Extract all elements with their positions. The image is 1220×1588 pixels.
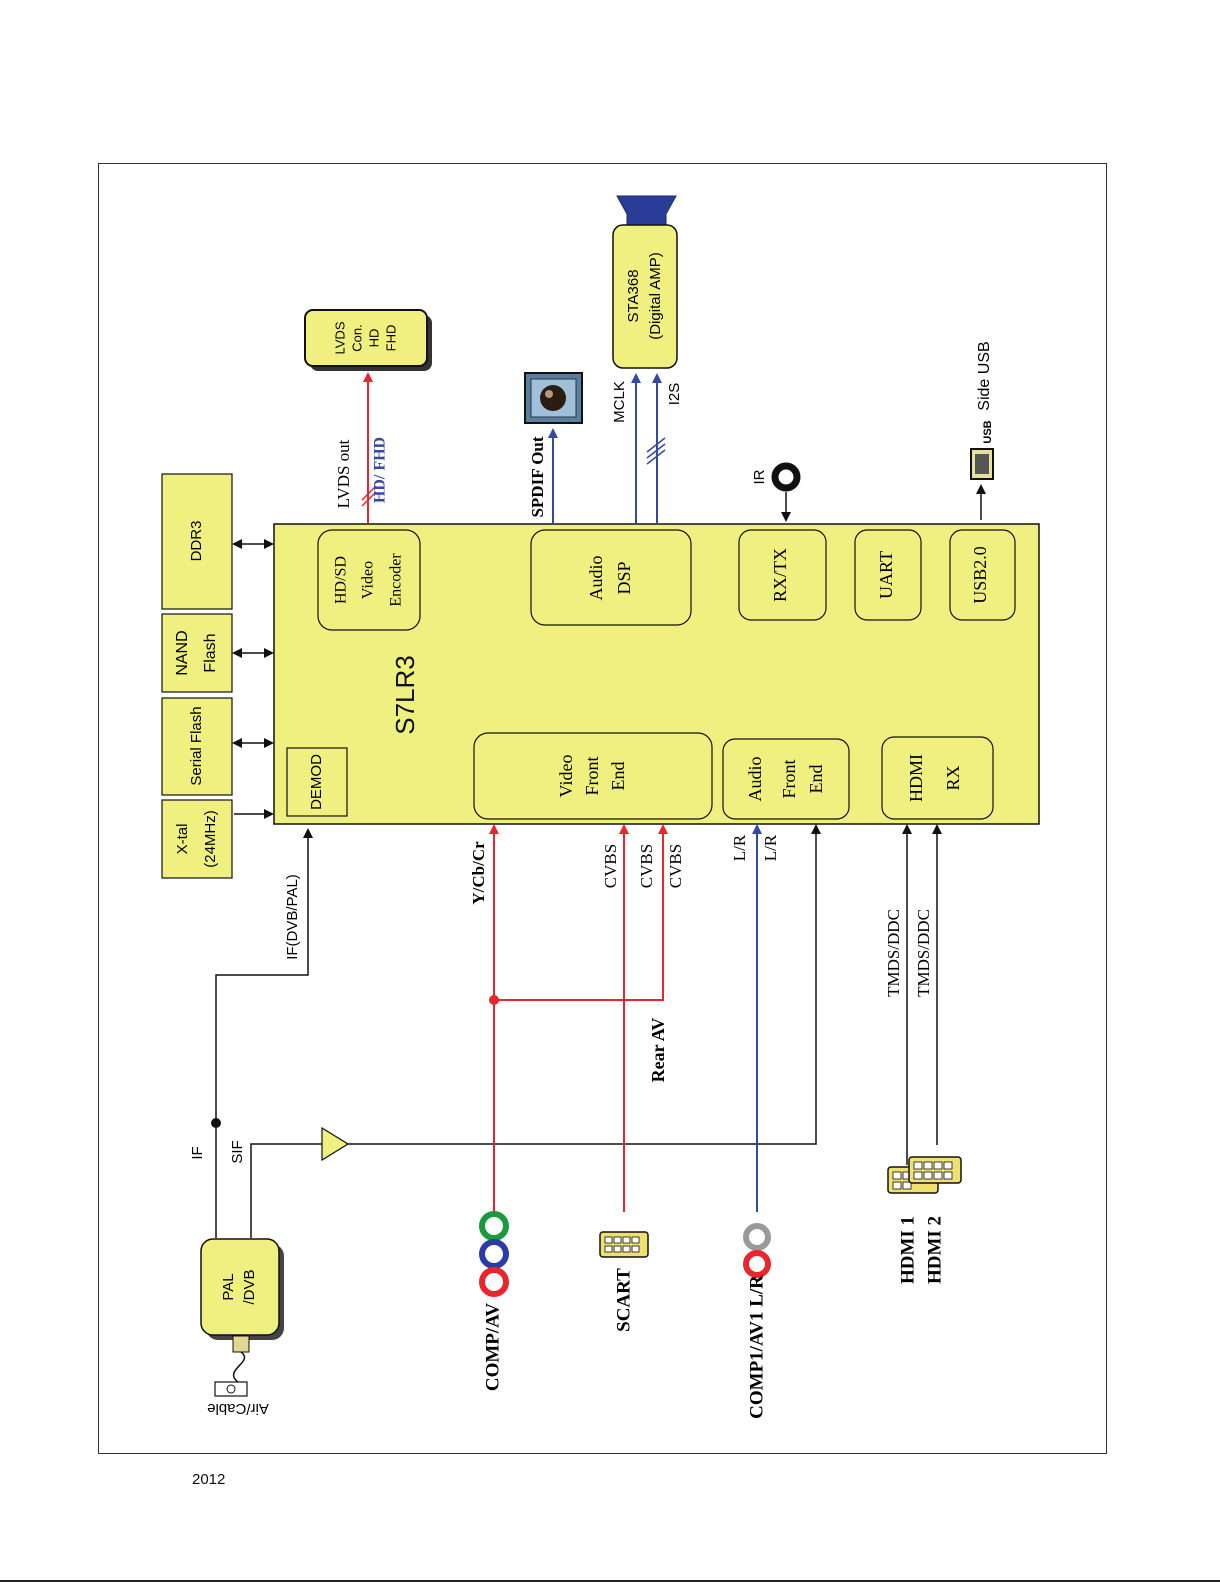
video-encoder-label-3: Encoder bbox=[388, 553, 405, 607]
tuner-antenna-connector bbox=[232, 1335, 250, 1353]
uart-block bbox=[854, 529, 922, 621]
tuner-label-2: /DVB bbox=[241, 1269, 258, 1304]
rxtx-label: RX/TX bbox=[770, 548, 790, 602]
tmds-label-2: TMDS/DDC bbox=[914, 909, 933, 997]
video-fe-label-2: Front bbox=[582, 756, 602, 795]
demod-block bbox=[286, 747, 348, 817]
air-cable-label: Air/Cable bbox=[207, 1400, 269, 1417]
video-front-end-block bbox=[473, 732, 713, 820]
lvds-label-4: FHD bbox=[383, 325, 398, 352]
sif-label: SIF bbox=[229, 1140, 246, 1163]
amp-label-2: (Digital AMP) bbox=[647, 252, 664, 340]
nand-label-1: NAND bbox=[174, 630, 191, 675]
footer-year: 2012 bbox=[192, 1471, 226, 1488]
cvbs-label-3: CVBS bbox=[666, 844, 685, 888]
scart-label: SCART bbox=[613, 1268, 634, 1332]
ddr3-block bbox=[161, 473, 233, 610]
demod-label: DEMOD bbox=[308, 754, 325, 810]
bottom-rule bbox=[0, 1580, 1220, 1582]
hdmi-connector-icons bbox=[887, 1156, 962, 1194]
xtal-label-1: X-tal bbox=[174, 824, 191, 855]
usb20-block bbox=[949, 529, 1016, 621]
speaker-icon bbox=[616, 195, 677, 226]
main-chip-label: S7LR3 bbox=[390, 655, 420, 735]
amp-label-1: STA368 bbox=[625, 269, 642, 322]
lvds-label-3: HD bbox=[366, 329, 381, 348]
lvds-out-label: LVDS out bbox=[334, 439, 353, 508]
cvbs-label-1: CVBS bbox=[601, 844, 620, 888]
serial-flash-label: Serial Flash bbox=[188, 706, 205, 785]
sif-buffer-icon bbox=[321, 1126, 350, 1162]
audio-fe-label-2: Front bbox=[779, 759, 799, 798]
tuner-label-1: PAL bbox=[220, 1273, 237, 1300]
comp-av-jacks bbox=[479, 1211, 509, 1297]
comp-av-label: COMP/AV bbox=[482, 1303, 503, 1392]
hdmi2-label: HDMI 2 bbox=[924, 1216, 945, 1284]
usb-logo-label: USB bbox=[982, 420, 994, 443]
serial-flash-block bbox=[161, 697, 233, 796]
nand-label-2: Flash bbox=[202, 633, 219, 672]
xtal-label-2: (24MHz) bbox=[202, 810, 219, 868]
video-encoder-label-2: Video bbox=[360, 561, 377, 599]
hd-fhd-label: HD/ FHD bbox=[372, 437, 389, 503]
i2s-label: I2S bbox=[666, 383, 683, 406]
usb20-label: USB2.0 bbox=[970, 546, 990, 604]
lvds-label-2: Con. bbox=[349, 324, 364, 351]
ir-label: IR bbox=[751, 469, 768, 484]
digital-amp-block bbox=[612, 224, 678, 369]
tuner-block bbox=[200, 1238, 280, 1336]
spdif-out-label: SPDIF Out bbox=[528, 436, 547, 517]
rxtx-block bbox=[738, 529, 827, 621]
uart-label: UART bbox=[876, 551, 896, 599]
video-fe-label-3: End bbox=[608, 762, 628, 791]
nand-flash-block bbox=[161, 613, 233, 693]
comp1-av1-label: COMP1/AV1 L/R bbox=[746, 1275, 767, 1419]
side-usb-label: Side USB bbox=[976, 341, 993, 410]
hdmi-rx-block bbox=[881, 736, 994, 820]
video-encoder-label-1: HD/SD bbox=[333, 556, 350, 604]
audio-fe-label-1: Audio bbox=[745, 757, 765, 802]
sif-link bbox=[250, 1143, 322, 1238]
diagram-frame bbox=[98, 163, 1107, 1454]
if-label: IF bbox=[189, 1146, 206, 1159]
hdmi1-label: HDMI 1 bbox=[897, 1216, 918, 1284]
audio-dsp-label-2: DSP bbox=[614, 561, 634, 594]
audio-dsp-block bbox=[530, 529, 692, 626]
rear-av-link bbox=[494, 824, 668, 1001]
mclk-label: MCLK bbox=[611, 381, 628, 423]
hdmi-rx-label-2: RX bbox=[943, 765, 963, 790]
lvds-label-1: LVDS bbox=[332, 321, 347, 354]
comp1-av1-jacks bbox=[743, 1223, 771, 1278]
ddr3-label: DDR3 bbox=[188, 521, 205, 562]
lr-label-2: L/R bbox=[761, 834, 780, 861]
cvbs-label-2: CVBS bbox=[637, 844, 656, 888]
air-cable-icon bbox=[214, 1381, 248, 1397]
audio-fe-label-3: End bbox=[806, 765, 826, 794]
lvds-connector-block bbox=[304, 309, 428, 367]
if-link bbox=[215, 828, 313, 1238]
lr-label-1: L/R bbox=[730, 834, 749, 861]
video-encoder-block bbox=[317, 529, 421, 631]
audio-front-end-block bbox=[722, 738, 850, 820]
hdmi-rx-label-1: HDMI bbox=[906, 754, 926, 802]
audio-dsp-label-1: Audio bbox=[586, 556, 606, 601]
scart-connector-icon bbox=[599, 1231, 649, 1258]
tmds-label-1: TMDS/DDC bbox=[884, 909, 903, 997]
xtal-block bbox=[161, 799, 233, 879]
if-dvb-pal-label: IF(DVB/PAL) bbox=[284, 874, 301, 960]
rear-av-label: Rear AV bbox=[648, 1018, 668, 1083]
video-fe-label-1: Video bbox=[556, 755, 576, 798]
ir-sensor-icon bbox=[771, 462, 801, 492]
ycbcr-label: Y/Cb/Cr bbox=[469, 841, 488, 905]
